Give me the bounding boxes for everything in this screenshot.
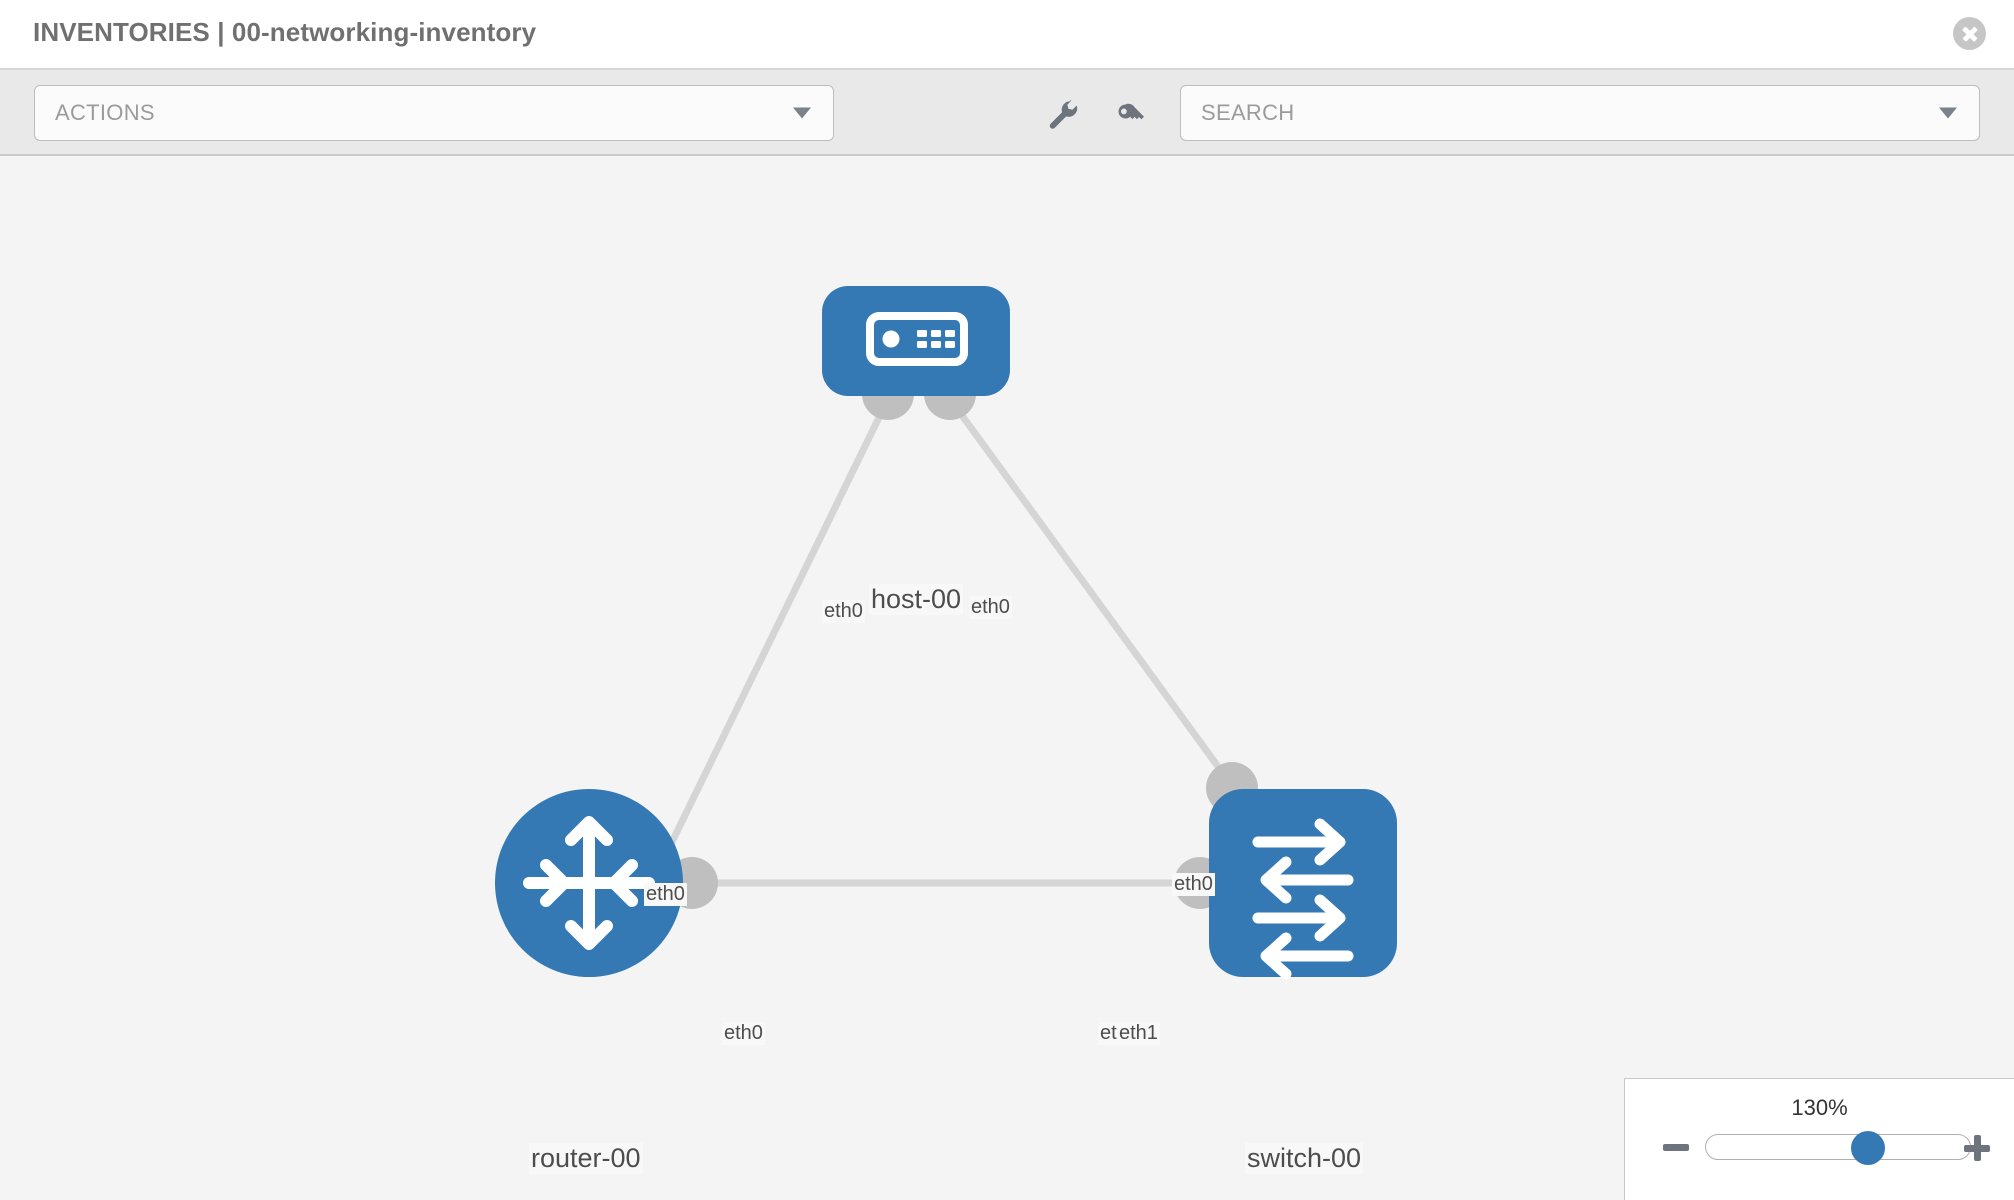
iface-label-switch-eth1-left: eth1 (1117, 1022, 1160, 1045)
iface-label-host-eth0-right: eth0 (969, 596, 1012, 619)
page-title: INVENTORIES | 00-networking-inventory (33, 17, 537, 47)
zoom-slider[interactable] (1705, 1131, 1971, 1165)
search-placeholder: SEARCH (1201, 100, 1295, 125)
node-switch-00[interactable] (1209, 789, 1397, 980)
zoom-percent-label: 130% (1791, 1095, 1848, 1120)
search-input[interactable]: SEARCH (1180, 85, 1980, 141)
toolbar: ACTIONS SEARCH (0, 70, 2014, 156)
topology-graph (495, 286, 1397, 980)
page-header: INVENTORIES | 00-networking-inventory (0, 0, 2014, 70)
iface-label-router-eth0-up: eth0 (644, 883, 687, 906)
node-label-host-00: host-00 (869, 584, 964, 615)
key-icon[interactable] (1113, 98, 1147, 132)
wrench-icon[interactable] (1046, 98, 1080, 132)
switch-arrows-icon (1252, 818, 1354, 980)
iface-label-switch-eth0-up: eth0 (1172, 873, 1215, 896)
minus-icon[interactable] (1663, 1135, 1689, 1161)
chevron-down-icon (1939, 107, 1957, 119)
router-arrows-icon (523, 816, 655, 950)
link-host-router (666, 397, 892, 848)
plus-icon[interactable] (1964, 1135, 1990, 1161)
node-router-00[interactable] (495, 789, 683, 977)
iface-label-host-eth0-left: eth0 (822, 600, 865, 623)
actions-dropdown-label: ACTIONS (55, 100, 155, 125)
iface-label-router-eth0-right: eth0 (722, 1022, 765, 1045)
server-icon (866, 312, 968, 366)
node-label-switch-00: switch-00 (1245, 1143, 1364, 1174)
link-host-switch (947, 396, 1233, 786)
close-icon[interactable] (1953, 17, 1986, 50)
topology-canvas[interactable]: eth0 eth0 eth0 eth0 eth0 eth0 eth1 host-… (0, 156, 2014, 1200)
node-label-router-00: router-00 (529, 1143, 643, 1174)
node-host-00[interactable] (822, 286, 1010, 396)
actions-dropdown[interactable]: ACTIONS (34, 85, 834, 141)
chevron-down-icon (793, 107, 811, 119)
zoom-control-panel: 130% (1624, 1078, 2014, 1200)
zoom-slider-handle[interactable] (1851, 1131, 1886, 1165)
